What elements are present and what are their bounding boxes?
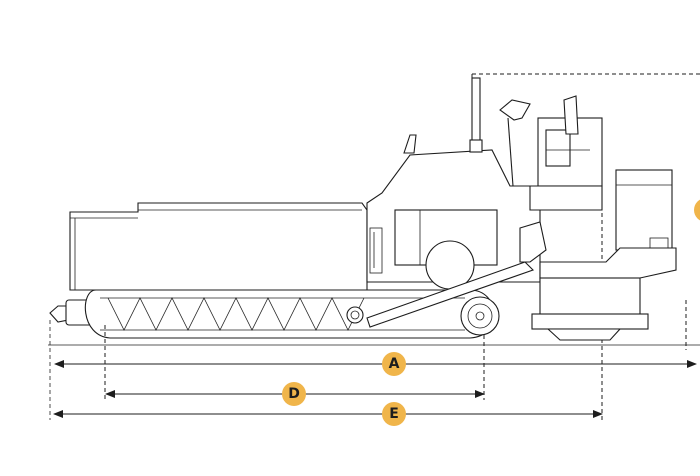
- screed: [531, 169, 677, 341]
- tow-arm: [366, 221, 547, 328]
- dimension-d-badge: D: [282, 382, 306, 406]
- dimension-a-badge-circle: [382, 352, 406, 376]
- crawler-track: [84, 289, 500, 339]
- offscreen-badge-partial: [694, 199, 700, 221]
- dimension-e: [53, 410, 603, 418]
- dimension-d-badge-circle: [282, 382, 306, 406]
- dimension-d-label: D: [288, 386, 300, 402]
- dimension-e-label: E: [389, 406, 399, 422]
- dimension-e-badge: E: [382, 402, 406, 426]
- dimension-e-badge-circle: [382, 402, 406, 426]
- hopper: [69, 202, 368, 291]
- beacon-post: [469, 77, 483, 153]
- dimension-a: [49, 320, 697, 420]
- dimension-a-label: A: [389, 356, 400, 372]
- operator-station: [499, 95, 603, 211]
- tractor-body: [366, 134, 541, 290]
- dimension-a-badge: A: [382, 352, 406, 376]
